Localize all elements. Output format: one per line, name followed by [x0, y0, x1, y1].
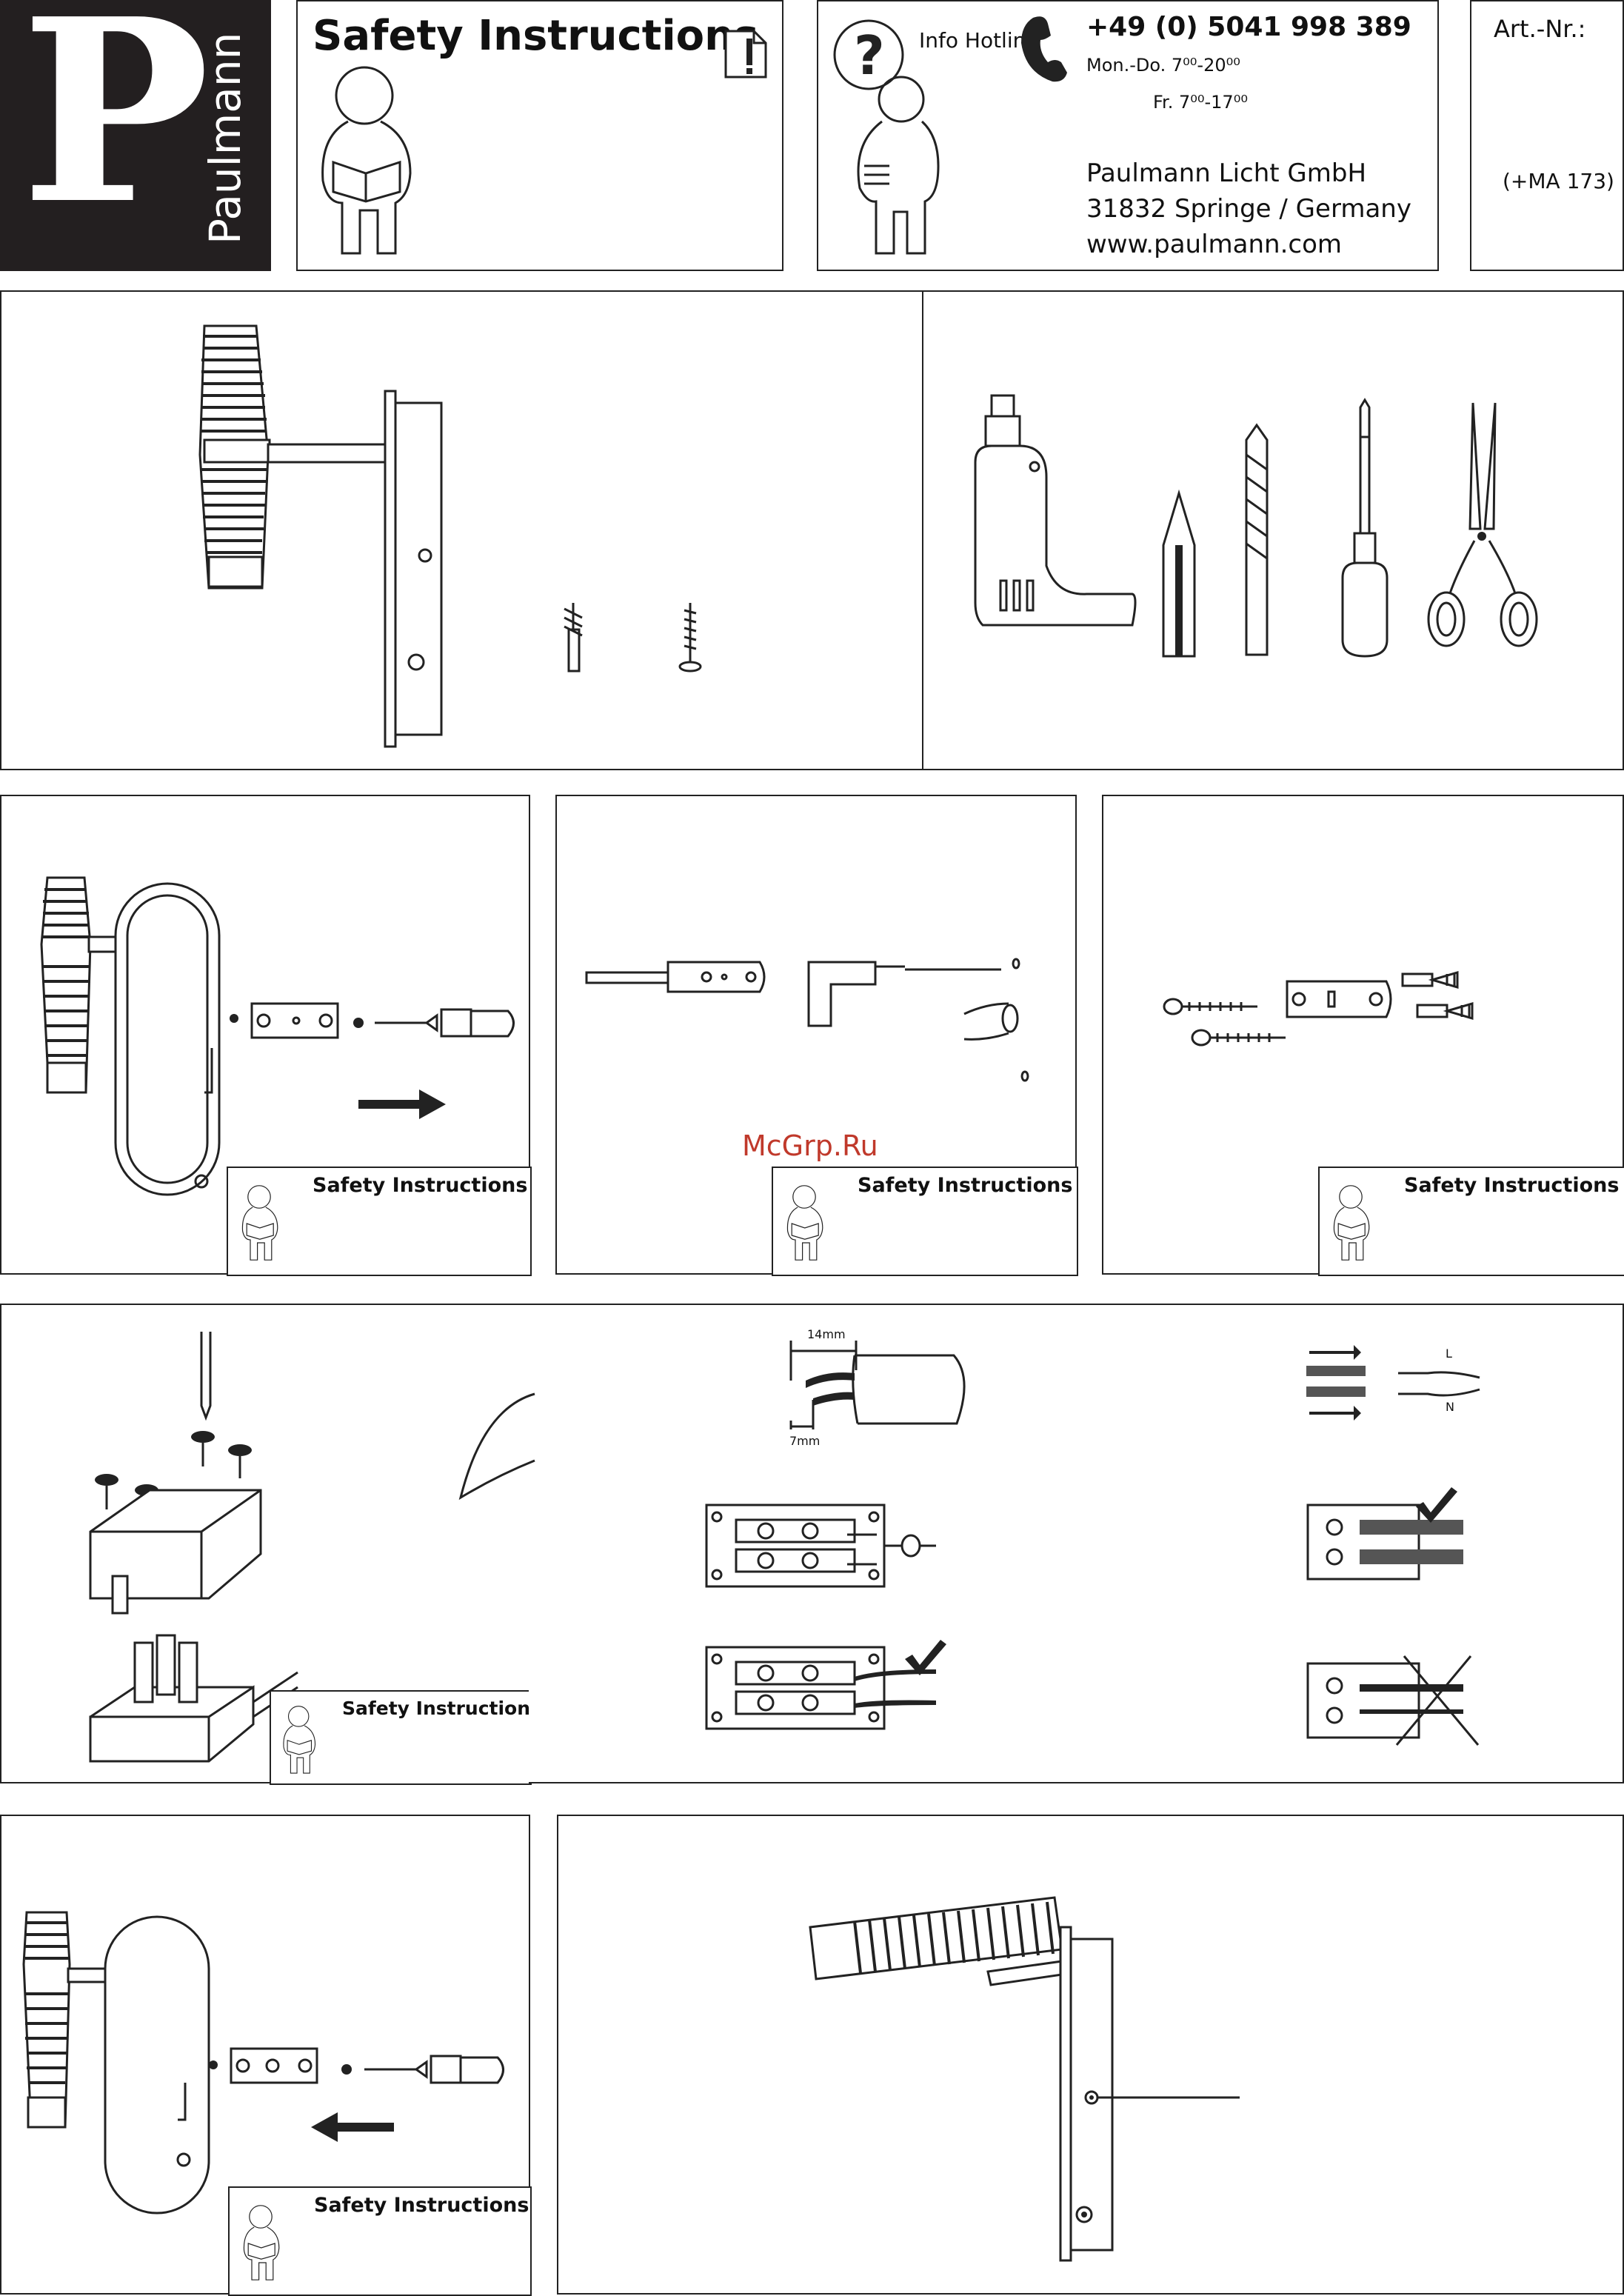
terminal-strip-wrong	[1306, 1655, 1480, 1746]
cable-strip-diagram	[789, 1341, 966, 1429]
hotline-phone: +49 (0) 5041 998 389	[1086, 12, 1411, 42]
mount-bracket	[1163, 970, 1474, 1047]
art-label: Art.-Nr.:	[1494, 15, 1586, 43]
safety-callout-4: Safety Instructions	[270, 1690, 541, 1785]
terminal-block	[89, 1332, 298, 1763]
drill-bit-icon	[1245, 423, 1269, 656]
safety-callout-3: Safety Instructions	[1318, 1167, 1624, 1276]
reading-person-icon	[243, 2205, 280, 2280]
safety-title: Safety Instructions	[313, 12, 759, 60]
info-hotline-label: Info Hotline	[919, 28, 1039, 53]
safety-callout-label: Safety Instructions	[314, 2194, 529, 2217]
lamp-side-view	[198, 324, 443, 748]
checkmark-icon	[1416, 1487, 1457, 1523]
pencil-icon	[1162, 489, 1196, 658]
drill-icon	[974, 394, 1137, 627]
screw	[678, 603, 702, 673]
question-person-icon: ?	[833, 19, 940, 255]
lamp-remove-plate	[40, 876, 515, 1196]
logo-brand: Paulmann	[200, 32, 250, 244]
checkmark-icon	[905, 1640, 946, 1675]
wall-plug	[564, 603, 583, 673]
safety-callout-1: Safety Instructions	[227, 1167, 532, 1276]
safety-callout-2: Safety Instructions	[772, 1167, 1078, 1276]
step1-panel: Safety Instructions	[0, 795, 532, 1276]
watermark: McGrp.Ru	[742, 1129, 878, 1162]
braided-wires	[1306, 1345, 1480, 1421]
terminal-strip-step2	[705, 1646, 936, 1730]
safety-callout-label: Safety Instructions	[342, 1698, 541, 1719]
mounted-lamp-panel	[557, 1815, 1624, 2295]
mounted-lamp	[809, 1896, 1240, 2262]
reading-person-icon	[241, 1185, 278, 1261]
live-label: L	[1446, 1346, 1452, 1361]
tools-panel	[922, 290, 1624, 770]
safety-callout-label: Safety Instructions	[858, 1174, 1073, 1197]
step3-panel: Safety Instructions	[1102, 795, 1624, 1276]
reading-person-icon	[1333, 1185, 1370, 1261]
neutral-label: N	[1446, 1400, 1454, 1414]
parts-panel	[0, 290, 923, 770]
company-name: Paulmann Licht GmbH	[1086, 158, 1367, 188]
wiring-panel: 14mm 7mm L N	[458, 1304, 1624, 1783]
hours-weekdays: Mon.-Do. 7⁰⁰-20⁰⁰	[1086, 55, 1240, 76]
screwdriver-icon	[1341, 398, 1389, 658]
reading-person-icon	[283, 1706, 316, 1774]
step2-panel: McGrp.Ru Safety Instructions	[555, 795, 1078, 1276]
lamp-fix-plate	[22, 1911, 504, 2215]
paulmann-logo: P Paulmann	[0, 0, 271, 271]
page-curl	[458, 1392, 535, 1501]
safety-callout-label: Safety Instructions	[1404, 1174, 1620, 1197]
mark-and-drill	[585, 958, 1029, 1082]
strip-length-7mm: 7mm	[789, 1434, 821, 1448]
reading-person-icon	[786, 1185, 823, 1261]
hours-friday: Fr. 7⁰⁰-17⁰⁰	[1153, 92, 1248, 113]
terminal-panel: Safety Instructions	[0, 1304, 541, 1785]
phone-icon	[1021, 16, 1067, 82]
svg-text:?: ?	[854, 24, 885, 87]
scissors-icon	[1427, 402, 1538, 647]
company-city: 31832 Springe / Germany	[1086, 194, 1411, 224]
art-value: (+MA 173)	[1503, 169, 1614, 193]
safety-header-panel: Safety Instructions	[296, 0, 783, 271]
reading-person-icon	[321, 66, 412, 255]
terminal-strip-correct	[1306, 1504, 1463, 1581]
cross-icon	[1395, 1655, 1480, 1746]
step-final-panel: Safety Instructions	[0, 1815, 532, 2296]
safety-callout-5: Safety Instructions	[228, 2186, 532, 2296]
company-website: www.paulmann.com	[1086, 230, 1342, 259]
article-number-panel: Art.-Nr.: (+MA 173)	[1470, 0, 1624, 271]
hotline-panel: ? Info Hotline +49 (0) 5041 998 389 Mon.…	[817, 0, 1439, 271]
terminal-strip-step1	[705, 1504, 936, 1588]
logo-letter: P	[21, 0, 210, 260]
safety-callout-label: Safety Instructions	[313, 1174, 528, 1197]
document-warning-icon	[724, 30, 767, 79]
strip-length-14mm: 14mm	[807, 1327, 846, 1341]
